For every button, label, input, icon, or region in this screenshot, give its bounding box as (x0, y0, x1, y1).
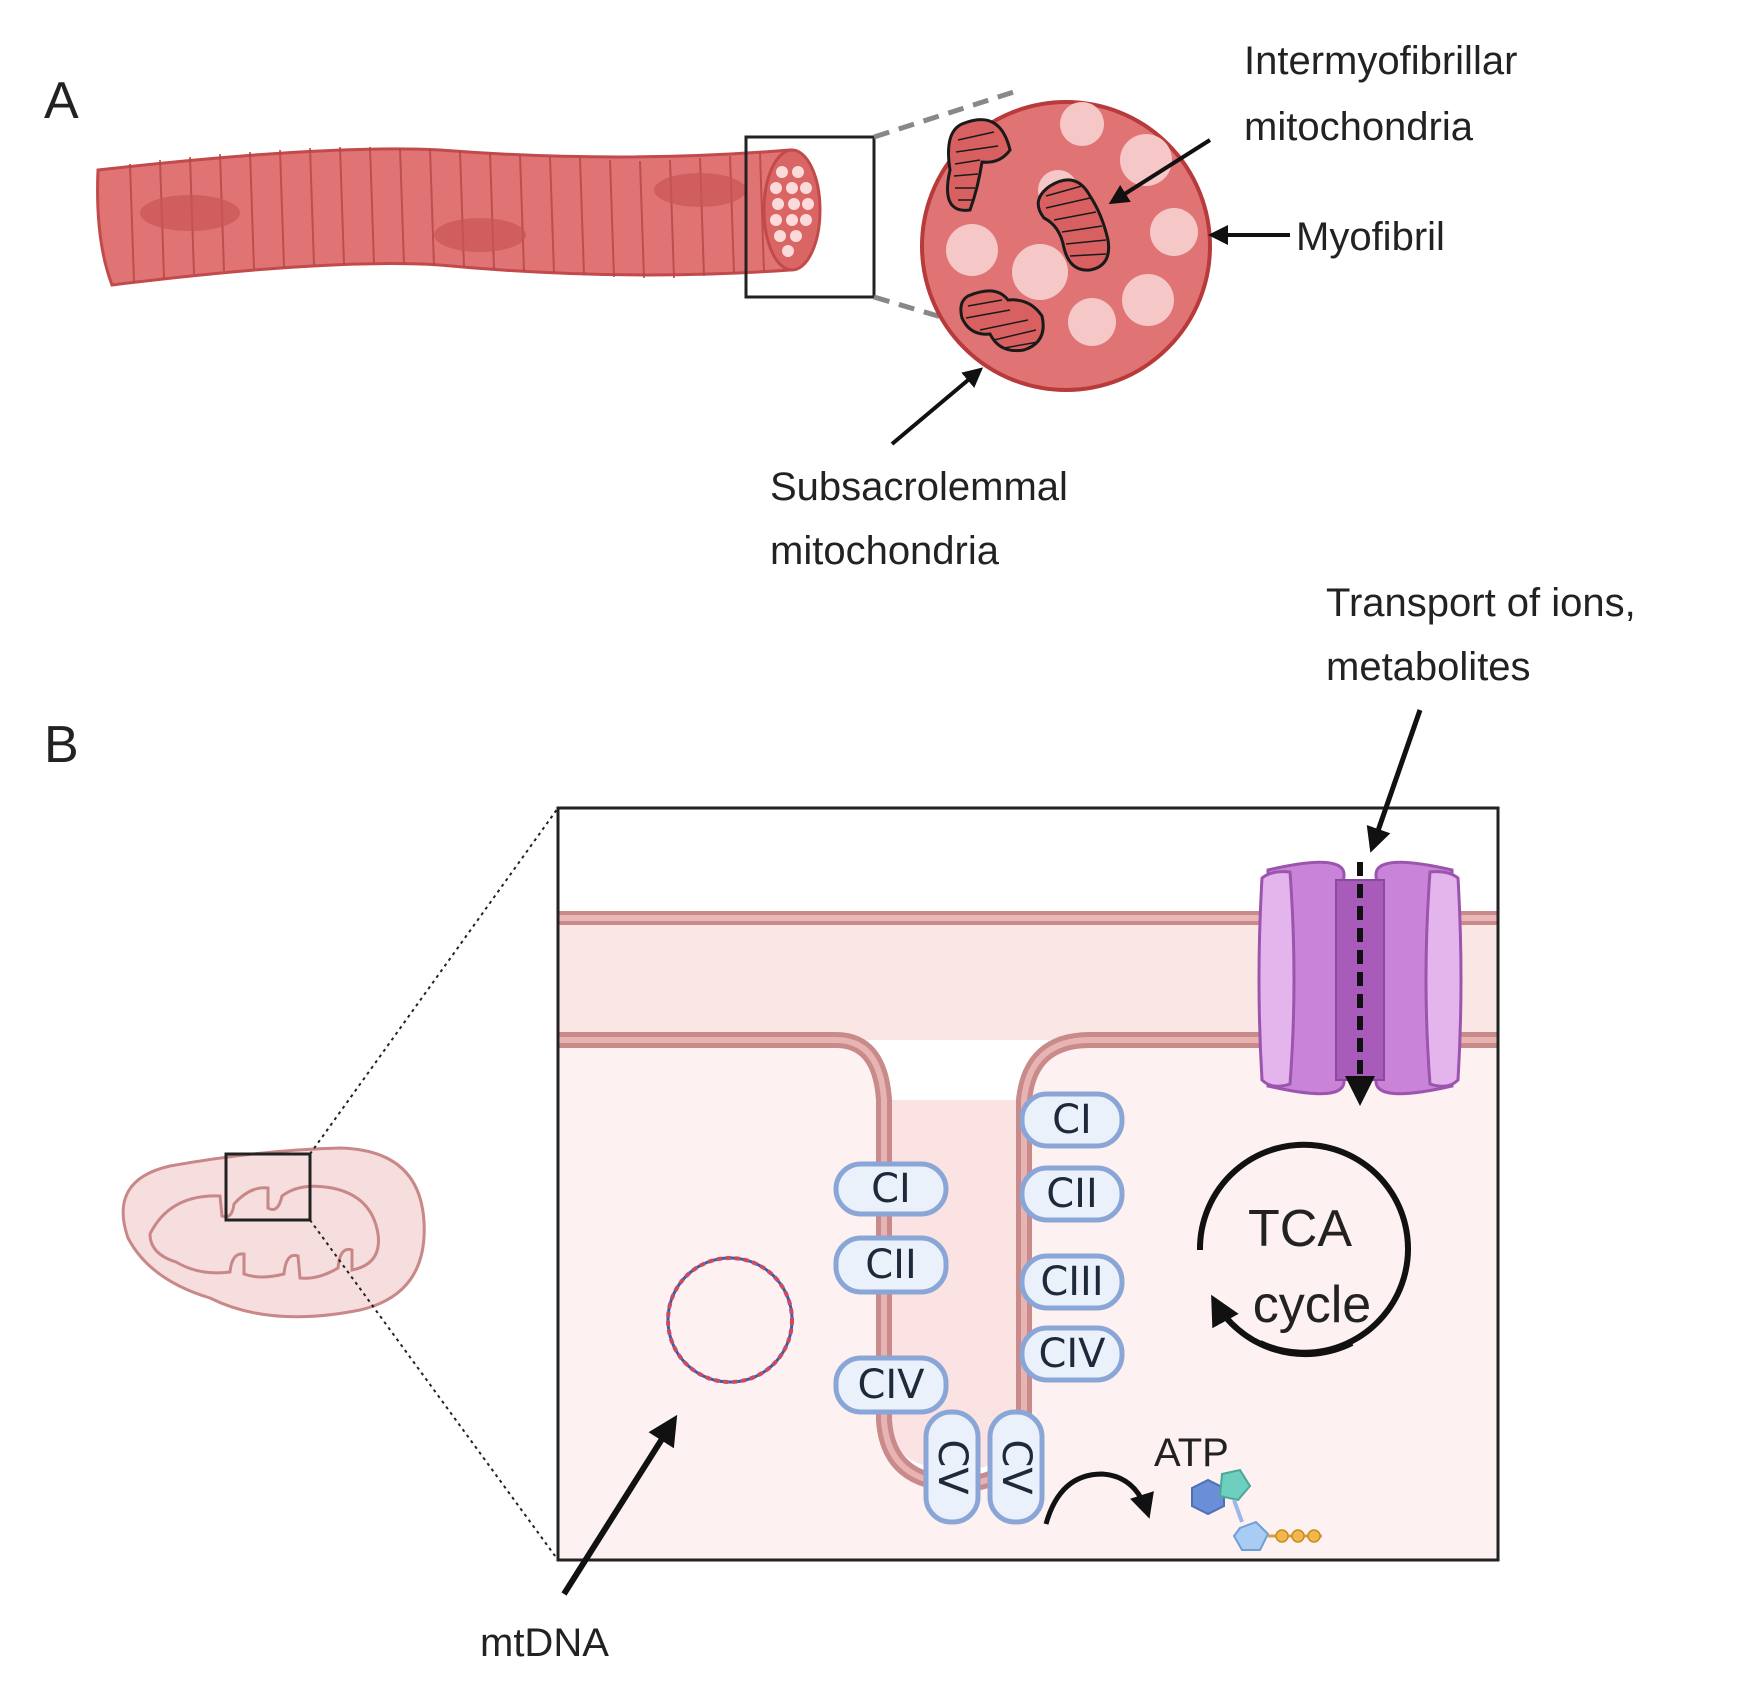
mitochondrion (959, 289, 1045, 353)
arrow-subsarcolemmal (890, 367, 984, 446)
complex-box: CIII (1019, 1253, 1125, 1311)
right-complexes: CI CII CIII CIV (1019, 1091, 1125, 1383)
label-intermyofibrillar-line1: Intermyofibrillar (1244, 39, 1517, 83)
left-complexes: CI CII CIV (833, 1161, 949, 1415)
zoom-dotted-line (309, 1219, 559, 1561)
tca-label-line1: TCA (1248, 1200, 1352, 1258)
complex-label: CI (1052, 1097, 1092, 1143)
complex-box: CI (833, 1161, 949, 1217)
complex-label: CV (929, 1439, 975, 1495)
complex-label: CV (993, 1439, 1039, 1495)
complex-box: CII (833, 1235, 949, 1295)
arrow-intermyofibrillar (1108, 138, 1212, 205)
zoom-frame (556, 806, 1500, 1562)
atp-production-arrow (1043, 1471, 1154, 1525)
complex-label: CII (865, 1242, 917, 1288)
label-atp: ATP (1154, 1431, 1229, 1475)
label-intermyofibrillar-line2: mitochondria (1244, 105, 1474, 149)
complex-box: CIV (833, 1355, 949, 1415)
muscle-fiber (96, 146, 822, 287)
fiber-cross-section (920, 100, 1212, 392)
small-mito-cristae (148, 1184, 380, 1280)
label-transport-line1: Transport of ions, (1326, 581, 1636, 625)
complex-box-vertical: CV (923, 1409, 981, 1525)
atp-molecule (1191, 1468, 1322, 1551)
label-mtdna: mtDNA (480, 1621, 609, 1665)
label-transport-line2: metabolites (1326, 645, 1531, 689)
panel-b-letter: B (44, 716, 79, 774)
arrow-transport (1366, 709, 1423, 853)
mitochondrion (946, 118, 1012, 212)
complex-box: CII (1019, 1165, 1125, 1223)
label-myofibril: Myofibril (1296, 215, 1445, 259)
zoom-selection-box (744, 135, 876, 299)
label-subsarcolemmal-line1: Subsacrolemmal (770, 465, 1068, 509)
atp-synthase: CV CV (923, 1409, 1045, 1525)
small-mitochondrion (121, 1146, 426, 1319)
membrane-channel (1257, 860, 1463, 1096)
complex-label: CIII (1040, 1259, 1103, 1305)
label-subsarcolemmal-line2: mitochondria (770, 529, 1000, 573)
complex-label: CI (871, 1166, 911, 1212)
panel-a-letter: A (44, 72, 79, 130)
complex-box: CI (1019, 1091, 1125, 1149)
complex-label: CII (1046, 1171, 1098, 1217)
tca-label-line2: cycle (1253, 1276, 1371, 1334)
complex-box-vertical: CV (987, 1409, 1045, 1525)
arrow-mtdna (561, 1414, 678, 1596)
complex-label: CIV (1038, 1331, 1106, 1377)
tca-cycle: TCA cycle (1196, 1141, 1411, 1358)
mitochondrion (1036, 178, 1111, 272)
nucleus (434, 218, 526, 252)
zoom-dotted-line (309, 807, 559, 1155)
zoom-line (873, 294, 959, 325)
nucleus (140, 195, 240, 231)
cross-section-myofibrils (770, 166, 814, 257)
complex-label: CIV (857, 1362, 925, 1408)
nucleus (654, 173, 746, 207)
mtdna-circle (666, 1256, 794, 1384)
small-mito-selection (224, 1152, 312, 1222)
complex-box: CIV (1019, 1325, 1125, 1383)
